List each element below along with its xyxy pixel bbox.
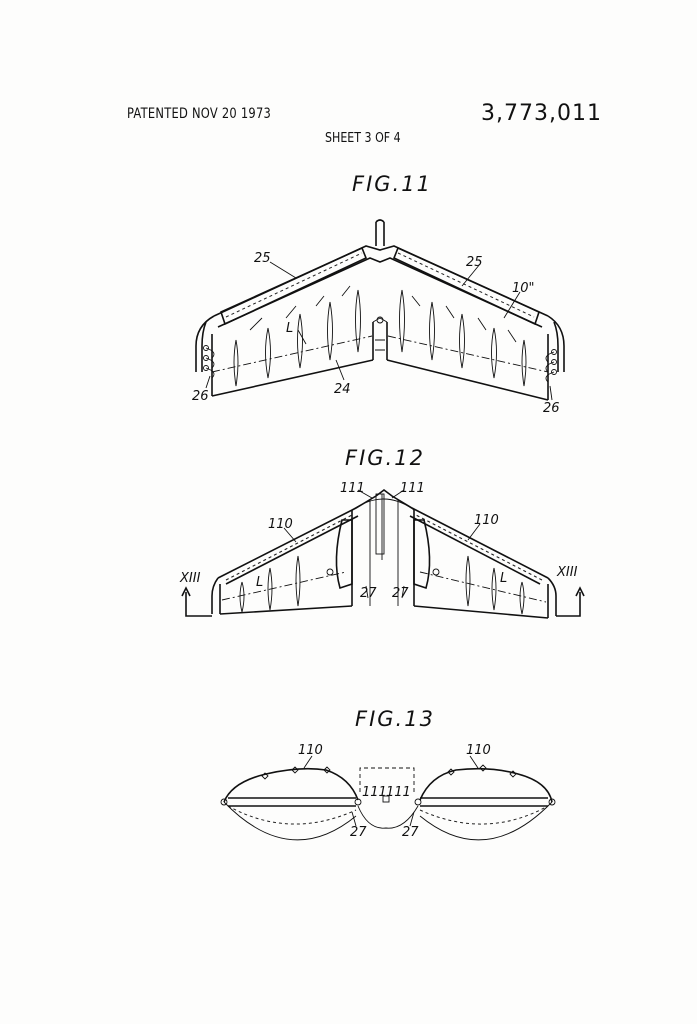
fig12-ref-L-left: L	[256, 575, 263, 590]
fig13-ref-27-left: 27	[350, 825, 367, 840]
patent-number: 3,773,011	[481, 101, 602, 126]
fig13-ref-110-right: 110	[466, 743, 491, 758]
fig13-ref-111-left: 111	[362, 785, 387, 800]
fig12-drawing: 111 111 110 110 L L 27 27 XIII XIII	[179, 481, 585, 619]
fig11-label: FIG.11	[352, 172, 432, 196]
fig12-ref-111-right: 111	[400, 481, 425, 496]
fig12-ref-110-right: 110	[474, 513, 499, 528]
fig11-ref-25-left: 25	[254, 251, 271, 266]
fig12-ref-27-left: 27	[360, 586, 377, 601]
fig13-ref-110-left: 110	[298, 743, 323, 758]
fig11-drawing: 25 25 10" L 24 26 26	[192, 219, 565, 416]
fig11-ref-25-right: 25	[466, 255, 483, 270]
fig12-ref-27-right: 27	[392, 586, 409, 601]
fig12-ref-110-left: 110	[268, 517, 293, 532]
fig11-ref-26-left: 26	[192, 389, 209, 404]
fig13-ref-27-right: 27	[402, 825, 419, 840]
fig11-ref-L: L	[286, 321, 293, 336]
fig11-ref-24: 24	[334, 382, 351, 397]
sheet-number: SHEET 3 OF 4	[325, 131, 401, 146]
fig12-ref-111-left: 111	[340, 481, 365, 496]
fig12-ref-L-right: L	[500, 571, 507, 586]
fig11-ref-26-right: 26	[543, 401, 560, 416]
fig12-ref-XIII-right: XIII	[556, 565, 578, 580]
fig12-label: FIG.12	[345, 446, 425, 470]
fig12-ref-XIII-left: XIII	[179, 571, 201, 586]
fig11-ref-10: 10"	[512, 281, 535, 296]
patented-date: PATENTED NOV 20 1973	[127, 106, 272, 122]
fig13-ref-111-right: 111	[386, 785, 411, 800]
fig13-label: FIG.13	[355, 707, 435, 731]
fig13-drawing: 110 110 111 111 27 27	[220, 743, 556, 841]
